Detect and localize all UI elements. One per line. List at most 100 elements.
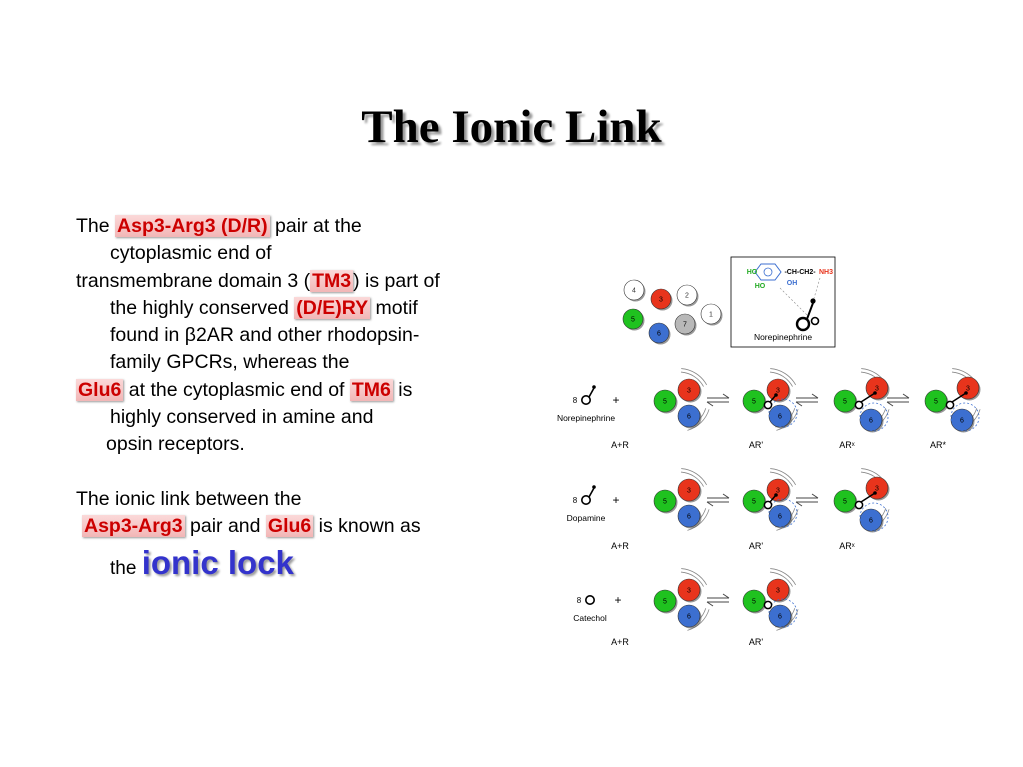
row-1-complex-4-helix-5 <box>924 389 948 413</box>
row-1-complex-3-ligand-amine <box>873 391 877 395</box>
row-2-complex-3-dashed-6 <box>859 502 889 532</box>
text-span: highly conserved in amine and <box>110 406 374 429</box>
highlight-asp3-arg3: Asp3-Arg3 <box>82 515 185 538</box>
row-1-complex-4-helix-3 <box>956 376 980 400</box>
text-span: is known as <box>313 515 421 538</box>
row-1-complex-3-helix-3 <box>865 376 889 400</box>
row-3-complex-1-helix-6-label: 6 <box>687 614 691 621</box>
text-span: opsin receptors. <box>106 433 245 456</box>
catechol-ring <box>754 263 782 281</box>
text-line: the ionic lock <box>76 541 516 585</box>
row-1-complex-2-dashed-6 <box>768 398 798 428</box>
row-2-equilibrium-2-rev <box>795 501 818 507</box>
bundle-helix-4 <box>623 279 645 301</box>
row-1-equilibrium-3-rev <box>886 401 909 407</box>
bundle-helix-3 <box>650 288 672 310</box>
row-2-complex-2-ligand-amine <box>774 493 778 497</box>
row-2-complex-2-ligand-ring <box>763 500 773 510</box>
row-2-ligand-glyph: 8 <box>573 496 578 505</box>
row-3-state-label-2: AR' <box>749 637 764 647</box>
text-span: is <box>392 378 413 401</box>
text-span: the <box>110 557 142 579</box>
highlight-asp3-arg3-dr: Asp3-Arg3 (D/R) <box>115 215 270 237</box>
row-1-complex-4-ligand-amine <box>964 391 968 395</box>
row-1-equilibrium-2-rev <box>795 401 818 407</box>
row-3-complex-2-motion-arc <box>769 571 793 587</box>
row-2-complex-2-helix-3-label: 3 <box>776 488 780 495</box>
row-1-state-label-3: ARˣ <box>839 440 855 450</box>
row-1-complex-4-helix-5-label: 5 <box>934 399 938 406</box>
row-1-complex-2-helix-3-label: 3 <box>776 388 780 395</box>
bundle-helix-5-label: 5 <box>631 317 635 324</box>
row-2-complex-2-dashed-6 <box>768 498 798 528</box>
row-2-state-label-1: A+R <box>611 541 629 551</box>
row-2-equilibrium-1-fwd <box>707 493 730 499</box>
row-1-complex-2-helix-5-label: 5 <box>752 399 756 406</box>
bundle-helix-1-label: 1 <box>709 312 713 319</box>
text-line: the highly conserved (D/E)RY motif <box>76 295 516 322</box>
row-2-complex-3-ligand-amine <box>873 491 877 495</box>
row-1-ligand-name: Norepinephrine <box>557 413 615 423</box>
row-3-complex-1-motion-arc <box>681 568 707 586</box>
row-2-complex-3-ligand-ring <box>854 500 864 510</box>
row-3-complex-2-motion-arc <box>770 568 796 586</box>
bundle-helix-2-label: 2 <box>685 293 689 300</box>
row-1-complex-4-ligand-chain <box>951 392 967 403</box>
row-3-complex-1-helix-6 <box>677 604 701 628</box>
row-1-complex-2-motion-arc <box>769 371 793 387</box>
row-2-complex-3-helix-5 <box>833 489 857 513</box>
row-3-complex-1-motion-arc <box>687 609 710 631</box>
row-1-complex-4-ligand-ring <box>945 400 955 410</box>
row-2-complex-1-helix-3 <box>677 478 701 502</box>
bundle-helix-6 <box>648 322 670 344</box>
chem-chain: -CH-CH2- <box>784 269 816 276</box>
box-ligand-chain <box>806 302 814 320</box>
row-1-complex-2-helix-3 <box>766 378 790 402</box>
row-1-complex-1-helix-3-label: 3 <box>687 388 691 395</box>
row-3-complex-2-helix-3-label: 3 <box>776 588 780 595</box>
row-3-complex-2-helix-5 <box>742 589 766 613</box>
row-2-complex-1-helix-5-label: 5 <box>663 499 667 506</box>
row-3-state-label-1: A+R <box>611 637 629 647</box>
row-1-complex-1-helix-6-label: 6 <box>687 414 691 421</box>
bundle-helix-5 <box>622 308 644 330</box>
text-line: highly conserved in amine and <box>76 404 516 431</box>
row-3-complex-1-helix-3 <box>677 578 701 602</box>
row-2-complex-3-helix-3 <box>865 476 889 500</box>
row-1-complex-1-helix-5-label: 5 <box>663 399 667 406</box>
row-3-ligand-name: Catechol <box>573 613 607 623</box>
row-1-equilibrium-2-fwd <box>796 393 819 399</box>
row-2-complex-2-helix-3 <box>766 478 790 502</box>
row-2-complex-3-ligand-chain <box>860 492 876 503</box>
bundle-helix-7 <box>674 313 696 335</box>
row-1-state-label-2: AR' <box>749 440 764 450</box>
row-2-free-ligand-chain <box>588 487 595 498</box>
row-2-complex-2-helix-5 <box>742 489 766 513</box>
norepinephrine-box <box>730 256 836 348</box>
row-1-complex-3-ligand-ring <box>854 400 864 410</box>
row-3-complex-2-helix-3 <box>766 578 790 602</box>
row-1-complex-3-helix-6-label: 6 <box>869 418 873 425</box>
row-1-complex-2-ligand-ring <box>763 400 773 410</box>
text-line: The ionic link between the <box>76 486 516 513</box>
row-1-complex-1-motion-arc <box>681 368 707 386</box>
text-line: Glu6 at the cytoplasmic end of TM6 is <box>76 377 516 404</box>
chem-ho-1: HO <box>747 269 758 276</box>
text-line: cytoplasmic end of <box>76 240 516 267</box>
bundle-helix-6-label: 6 <box>657 331 661 338</box>
row-2-complex-1-helix-6 <box>677 504 701 528</box>
bundle-helix-1 <box>700 303 722 325</box>
row-1-complex-3-helix-5 <box>833 389 857 413</box>
row-2-complex-1-motion-arc <box>680 471 704 487</box>
text-line: opsin receptors. <box>76 431 516 458</box>
row-2-complex-2-motion-arc <box>769 471 793 487</box>
row-1-complex-1-helix-6 <box>677 404 701 428</box>
row-2-complex-3-helix-5-label: 5 <box>843 499 847 506</box>
row-1-complex-1-helix-3 <box>677 378 701 402</box>
row-3-free-ligand-ring <box>584 594 595 605</box>
row-2-complex-3-helix-6-label: 6 <box>869 518 873 525</box>
row-1-complex-3-helix-3-label: 3 <box>875 386 879 393</box>
text-span: motif <box>370 296 418 319</box>
row-2-complex-2-helix-6-label: 6 <box>778 514 782 521</box>
